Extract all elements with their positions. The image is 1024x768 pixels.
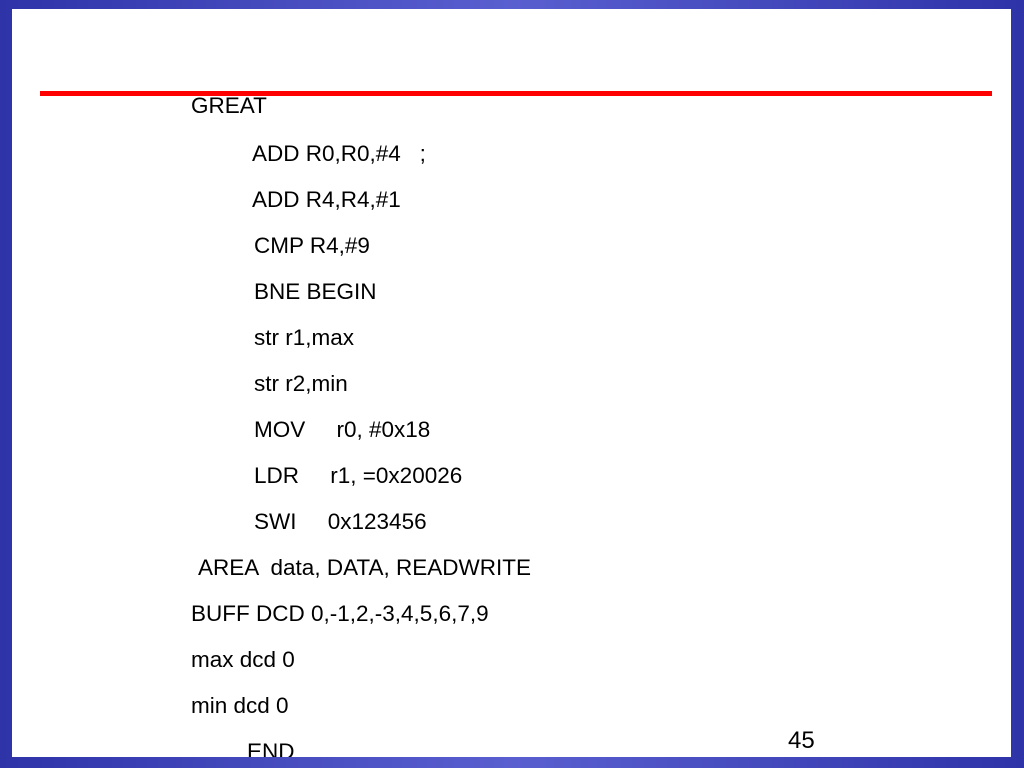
code-line-ldr: LDR r1, =0x20026 [254, 463, 463, 488]
slide-number: 45 [788, 727, 815, 754]
code-line-min-dcd: min dcd 0 [191, 693, 289, 718]
code-line-add-r4: ADD R4,R4,#1 [252, 187, 401, 212]
title-rule [40, 91, 992, 96]
code-line-bne: BNE BEGIN [254, 279, 377, 304]
code-line-end: END [247, 739, 295, 757]
code-line-label-great: GREAT [191, 93, 267, 118]
code-line-buff: BUFF DCD 0,-1,2,-3,4,5,6,7,9 [191, 601, 489, 626]
code-line-max-dcd: max dcd 0 [191, 647, 295, 672]
code-line-add-r0: ADD R0,R0,#4 ; [252, 141, 426, 166]
code-line-swi: SWI 0x123456 [254, 509, 427, 534]
code-line-str-min: str r2,min [254, 371, 348, 396]
slide-page: GREAT ADD R0,R0,#4 ; ADD R4,R4,#1 CMP R4… [12, 9, 1011, 757]
code-line-cmp: CMP R4,#9 [254, 233, 370, 258]
code-line-area: AREA data, DATA, READWRITE [198, 555, 531, 580]
code-line-mov: MOV r0, #0x18 [254, 417, 431, 442]
code-line-str-max: str r1,max [254, 325, 355, 350]
